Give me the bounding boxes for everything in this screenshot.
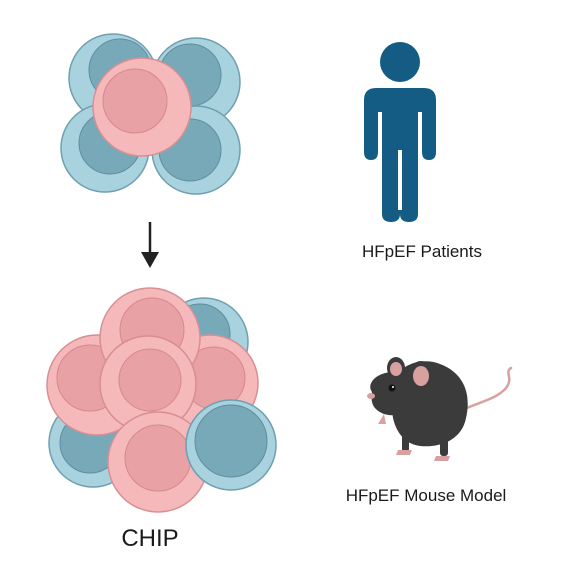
mouse-icon xyxy=(367,357,513,461)
pink-cell xyxy=(92,57,192,157)
arrow-down-icon xyxy=(141,222,159,268)
person-icon xyxy=(364,42,436,222)
chip-label: CHIP xyxy=(121,525,179,552)
pink-cell xyxy=(107,411,209,513)
expanded-cell-cluster-icon xyxy=(46,287,277,513)
pink-cell xyxy=(99,335,197,433)
patients-label: HFpEF Patients xyxy=(362,242,482,261)
cell-cluster-icon xyxy=(60,33,241,195)
mouse-model-label: HFpEF Mouse Model xyxy=(345,486,507,505)
blue-cell xyxy=(185,399,277,491)
